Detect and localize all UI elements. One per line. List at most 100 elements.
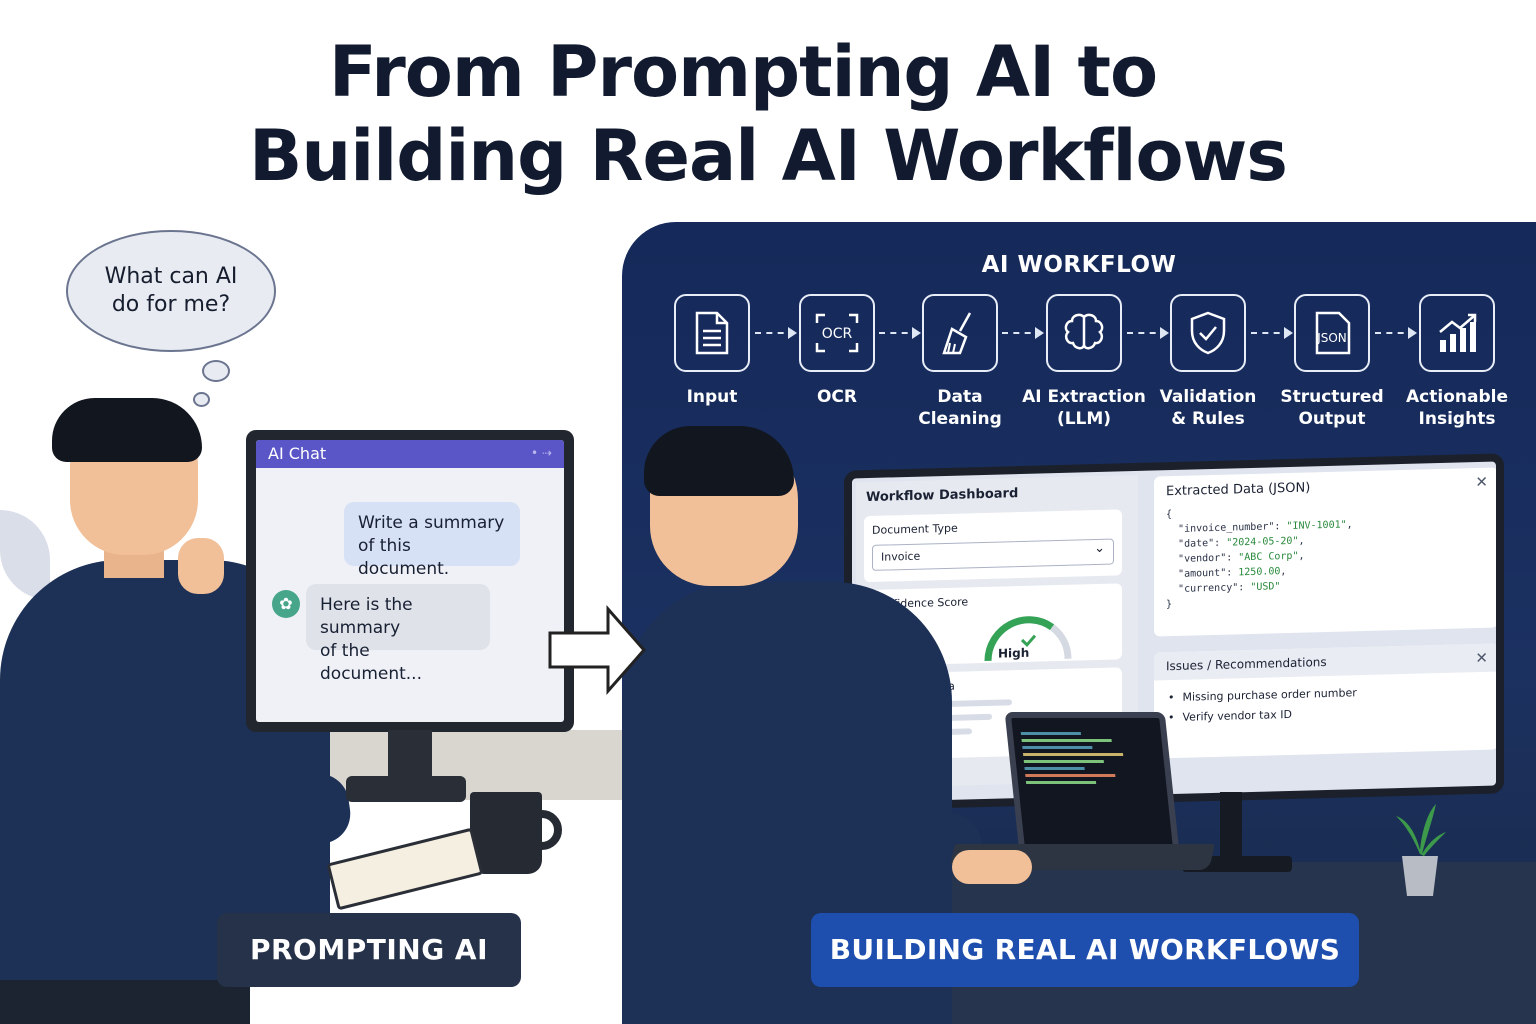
json-value: 1250.00 — [1238, 566, 1281, 579]
bar-chart-icon — [1419, 294, 1495, 372]
flow-arrow — [1002, 327, 1044, 339]
dashboard-screen: Workflow Dashboard Document Type Invoice… — [852, 461, 1496, 803]
potted-plant-icon — [1396, 804, 1446, 896]
step-data-cleaning: Data Cleaning — [895, 294, 1025, 430]
flow-arrow — [1127, 327, 1169, 339]
document-icon — [674, 294, 750, 372]
left-scene: What can AI do for me? AI Chat • ⇢ Write… — [0, 220, 622, 1024]
coffee-mug — [470, 792, 542, 874]
json-open-brace: { — [1166, 509, 1173, 521]
step-label: Input — [686, 387, 738, 407]
step-label: OCR — [816, 387, 858, 407]
flow-arrow — [1375, 327, 1417, 339]
chat-monitor: AI Chat • ⇢ Write a summary of this docu… — [246, 430, 574, 732]
document-type-card: Document Type Invoice — [864, 509, 1122, 583]
step-label: Data — [937, 387, 983, 407]
flow-arrow — [1251, 327, 1293, 339]
broom-icon — [922, 294, 998, 372]
flow-arrow — [879, 327, 921, 339]
confidence-gauge — [984, 616, 1072, 661]
confidence-value: High — [998, 645, 1030, 661]
thought-dot-large — [202, 360, 230, 382]
title-line-1: From Prompting AI to — [328, 31, 1158, 113]
close-icon[interactable]: ✕ — [1475, 472, 1488, 492]
ai-message-line-2: of the document... — [320, 641, 422, 684]
code-lines — [1011, 718, 1167, 798]
json-icon-text: JSON — [1316, 331, 1347, 345]
laptop — [1004, 712, 1180, 852]
document-type-label: Document Type — [872, 521, 958, 537]
chat-window-title: AI Chat — [268, 444, 327, 463]
thought-bubble: What can AI do for me? — [66, 230, 276, 352]
person-hair — [644, 426, 794, 496]
thought-line-2: do for me? — [111, 292, 231, 317]
ai-avatar-icon: ✿ — [272, 590, 300, 618]
flow-arrow — [755, 327, 797, 339]
step-actionable-insights: Actionable Insights — [1392, 294, 1522, 430]
step-label-line-2: Cleaning — [918, 409, 1002, 429]
json-value: "INV-1001" — [1286, 519, 1347, 533]
person-hand — [178, 538, 224, 594]
dashboard-title: Workflow Dashboard — [866, 486, 1019, 506]
json-key: "amount" — [1178, 567, 1227, 580]
step-structured-output: JSON Structured Output — [1267, 294, 1397, 430]
monitor-stand — [388, 730, 432, 780]
chat-screen: AI Chat • ⇢ Write a summary of this docu… — [256, 440, 564, 722]
step-label-line-2: Insights — [1418, 409, 1496, 429]
transition-arrow-icon — [548, 605, 646, 695]
json-close-brace: } — [1166, 599, 1173, 611]
person-hair — [52, 398, 202, 462]
step-ai-extraction: AI Extraction (LLM) — [1019, 294, 1149, 430]
step-label: Validation — [1159, 387, 1257, 407]
window-controls-icon[interactable]: • ⇢ — [531, 446, 552, 460]
json-panel-title: Extracted Data (JSON) — [1166, 480, 1311, 500]
workflow-panel: AI WORKFLOW Input OCR OCR Data Cleaning … — [622, 222, 1536, 1024]
json-key: "invoice_number" — [1178, 521, 1275, 535]
user-message-line-2: of this document. — [358, 536, 450, 579]
step-label: Structured — [1280, 387, 1384, 407]
dashboard-monitor: Workflow Dashboard Document Type Invoice… — [844, 453, 1504, 811]
step-label: AI Extraction — [1022, 387, 1146, 407]
monitor-base — [346, 776, 466, 802]
ai-message-line-1: Here is the summary — [320, 595, 413, 638]
issues-panel: Issues / Recommendations ✕ Missing purch… — [1154, 643, 1496, 759]
ai-message: Here is the summary of the document... — [306, 584, 490, 684]
json-value: "USD" — [1250, 581, 1281, 594]
json-key: "date" — [1178, 537, 1215, 550]
user-message-line-1: Write a summary — [358, 513, 505, 533]
step-label: Actionable — [1406, 387, 1508, 407]
step-label-line-2: (LLM) — [1056, 409, 1112, 429]
check-icon — [1020, 634, 1037, 648]
ocr-icon: OCR — [799, 294, 875, 372]
building-workflows-label: BUILDING REAL AI WORKFLOWS — [811, 913, 1359, 987]
plant-silhouette — [0, 510, 50, 600]
close-icon[interactable]: ✕ — [1475, 648, 1488, 668]
json-code: { "invoice_number": "INV-1001", "date": … — [1166, 509, 1353, 611]
step-input: Input — [647, 294, 777, 408]
json-value: "ABC Corp" — [1238, 550, 1299, 564]
person-hand — [952, 850, 1032, 884]
json-key: "currency" — [1178, 582, 1239, 595]
issues-list: Missing purchase order number Verify ven… — [1154, 672, 1496, 737]
json-file-icon: JSON — [1294, 294, 1370, 372]
page-title: From Prompting AI to Building Real AI Wo… — [0, 30, 1536, 198]
issues-title: Issues / Recommendations — [1166, 655, 1327, 674]
workflow-dashboard: Workflow Dashboard Document Type Invoice… — [856, 474, 1138, 789]
prompting-ai-label: PROMPTING AI — [217, 913, 521, 987]
shield-check-icon — [1170, 294, 1246, 372]
chat-window-header: AI Chat • ⇢ — [256, 440, 564, 468]
workflow-title: AI WORKFLOW — [981, 252, 1177, 278]
user-message: Write a summary of this document. — [344, 502, 520, 579]
step-ocr: OCR OCR — [772, 294, 902, 408]
document-type-select[interactable]: Invoice — [872, 538, 1114, 571]
step-label-line-2: Output — [1298, 409, 1366, 429]
json-panel: Extracted Data (JSON) ✕ { "invoice_numbe… — [1154, 467, 1496, 637]
notebook — [326, 827, 484, 911]
thought-line-1: What can AI — [104, 264, 238, 289]
json-value: "2024-05-20" — [1226, 535, 1299, 549]
confidence-card: Confidence Score High — [864, 583, 1122, 667]
step-validation: Validation & Rules — [1143, 294, 1273, 430]
monitor-stand — [1220, 792, 1242, 862]
title-line-2: Building Real AI Workflows — [249, 115, 1288, 197]
ocr-icon-text: OCR — [822, 326, 853, 342]
